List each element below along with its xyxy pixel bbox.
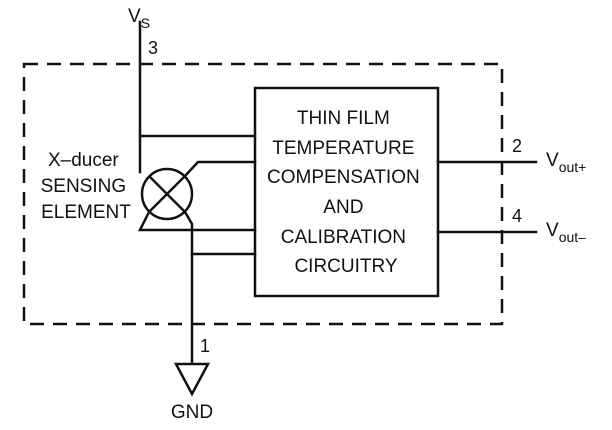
sensor-out-plus-wire [183,160,257,178]
ground-wire [183,210,194,366]
vout-plus-label: Vout+ [546,150,586,175]
supply-label: VS [128,6,150,31]
ground-pin-number: 1 [200,336,210,356]
vout-minus-label: Vout– [546,220,586,245]
ground-triangle-icon [173,362,211,397]
compensation-circuit-block [253,86,440,298]
supply-pin-number: 3 [148,38,158,58]
sensor-symbol-icon [140,167,194,221]
sensor-label: X–ducer SENSING ELEMENT [41,150,132,223]
sensor-out-minus-wire [137,210,257,232]
circuit-block-label: THIN FILM TEMPERATURE COMPENSATION AND C… [267,108,425,277]
package-outline [22,62,504,326]
vout-minus-pin-number: 4 [512,206,522,226]
supply-wiring [138,20,257,174]
vout-plus-pin-number: 2 [512,136,522,156]
ground-label: GND [171,402,213,423]
